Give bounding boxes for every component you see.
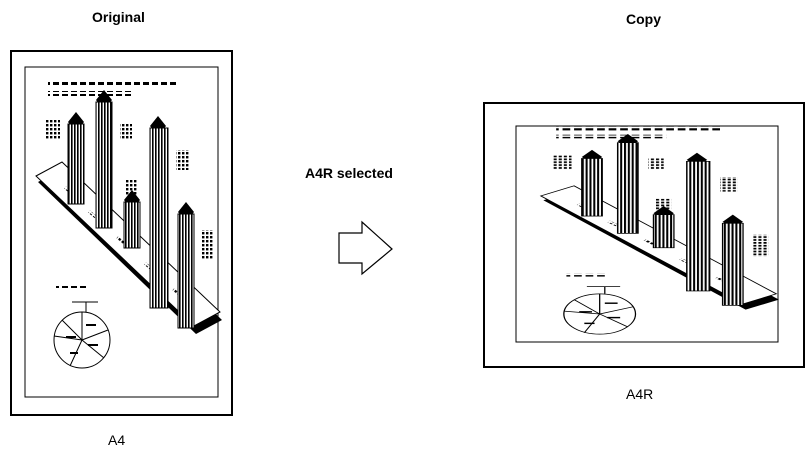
copy-page (483, 102, 805, 368)
original-title: Original (92, 9, 145, 25)
right-arrow-outline-icon (338, 220, 393, 276)
original-page (10, 50, 233, 416)
paper-selected-label: A4R selected (305, 165, 393, 181)
copy-paper-size-caption: A4R (626, 386, 654, 402)
original-paper-size-caption: A4 (108, 432, 126, 448)
copy-title: Copy (626, 11, 661, 27)
